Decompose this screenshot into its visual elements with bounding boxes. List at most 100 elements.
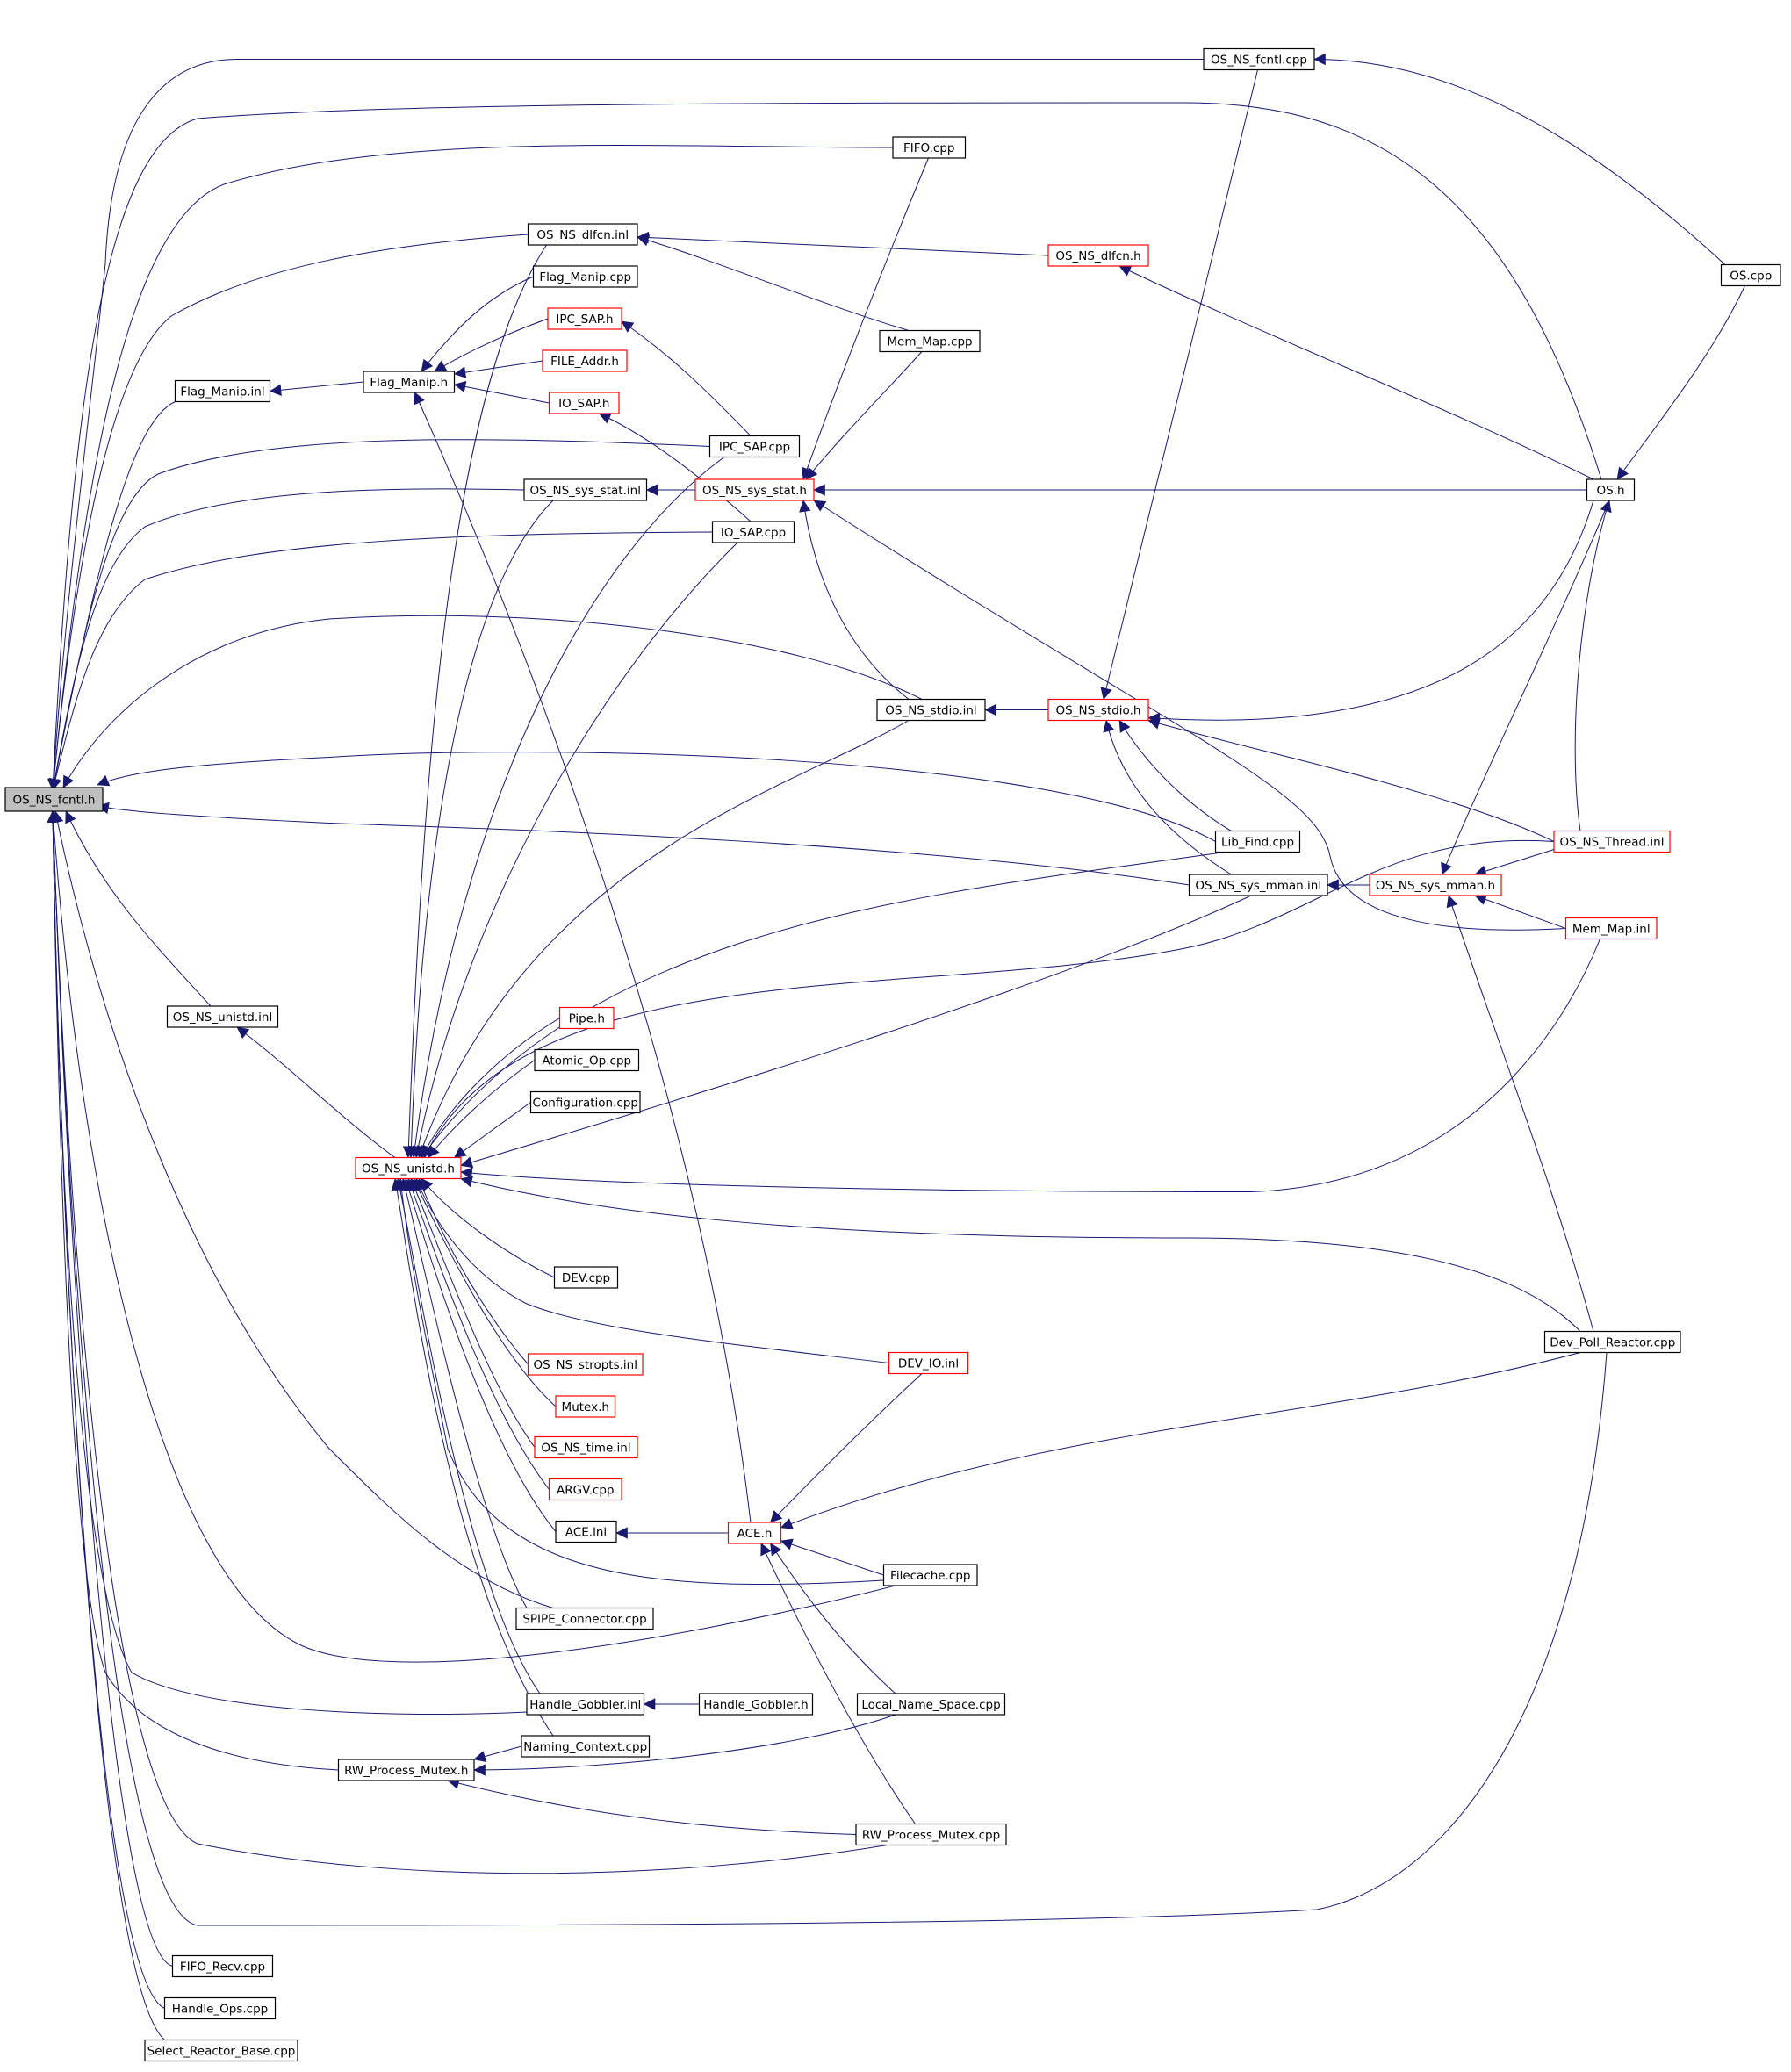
node-box[interactable] bbox=[171, 1954, 274, 1978]
node-io-sap-h[interactable]: IO_SAP.h bbox=[548, 392, 620, 414]
node-os-ns-dlfcn-inl[interactable]: OS_NS_dlfcn.inl bbox=[527, 223, 638, 246]
node-box[interactable] bbox=[727, 1522, 782, 1544]
node-os-cpp[interactable]: OS.cpp bbox=[1720, 263, 1781, 287]
node-local-name-space-cpp[interactable]: Local_Name_Space.cpp bbox=[856, 1693, 1006, 1716]
node-box[interactable] bbox=[534, 1435, 638, 1459]
node-os-ns-stdio-inl[interactable]: OS_NS_stdio.inl bbox=[876, 698, 986, 722]
node-os-ns-stdio-h[interactable]: OS_NS_stdio.h bbox=[1047, 698, 1149, 722]
node-flag-manip-cpp[interactable]: Flag_Manip.cpp bbox=[532, 265, 638, 288]
node-flag-manip-inl[interactable]: Flag_Manip.inl bbox=[174, 379, 271, 403]
node-box[interactable] bbox=[1188, 874, 1328, 896]
node-os-ns-sys-stat-inl[interactable]: OS_NS_sys_stat.inl bbox=[523, 478, 648, 501]
node-naming-context-cpp[interactable]: Naming_Context.cpp bbox=[521, 1735, 651, 1758]
node-box[interactable] bbox=[855, 1823, 1007, 1846]
node-ace-inl[interactable]: ACE.inl bbox=[555, 1520, 617, 1543]
node-box[interactable] bbox=[521, 1735, 651, 1758]
node-box[interactable] bbox=[694, 478, 815, 501]
node-box[interactable] bbox=[526, 1693, 645, 1716]
node-box[interactable] bbox=[532, 265, 638, 288]
node-configuration-cpp[interactable]: Configuration.cpp bbox=[529, 1090, 641, 1114]
node-box[interactable] bbox=[527, 223, 638, 246]
node-box[interactable] bbox=[698, 1693, 814, 1716]
node-argv-cpp[interactable]: ARGV.cpp bbox=[548, 1478, 622, 1501]
node-box[interactable] bbox=[542, 349, 628, 372]
node-box[interactable] bbox=[523, 478, 648, 501]
node-os-ns-sys-stat-h[interactable]: OS_NS_sys_stat.h bbox=[694, 478, 815, 501]
node-box[interactable] bbox=[547, 307, 622, 330]
node-handle-gobbler-h[interactable]: Handle_Gobbler.h bbox=[698, 1693, 814, 1716]
node-fifo-cpp[interactable]: FIFO.cpp bbox=[892, 136, 967, 159]
node-box[interactable] bbox=[166, 1005, 279, 1028]
node-box[interactable] bbox=[515, 1607, 654, 1630]
node-box[interactable] bbox=[363, 371, 456, 393]
node-box[interactable] bbox=[527, 1353, 644, 1376]
node-box[interactable] bbox=[144, 2039, 298, 2062]
node-box[interactable] bbox=[555, 1520, 617, 1543]
node-box[interactable] bbox=[1047, 698, 1149, 722]
node-box[interactable] bbox=[879, 329, 981, 353]
node-box[interactable] bbox=[337, 1759, 475, 1781]
node-pipe-h[interactable]: Pipe.h bbox=[558, 1006, 615, 1030]
node-dev-poll-reactor-cpp[interactable]: Dev_Poll_Reactor.cpp bbox=[1543, 1330, 1681, 1354]
node-box[interactable] bbox=[163, 1996, 277, 2020]
node-mem-map-cpp[interactable]: Mem_Map.cpp bbox=[879, 329, 981, 353]
node-file-addr-h[interactable]: FILE_Addr.h bbox=[542, 349, 628, 372]
node-box[interactable] bbox=[555, 1395, 616, 1418]
node-os-ns-thread-inl[interactable]: OS_NS_Thread.inl bbox=[1553, 830, 1671, 853]
node-lib-find-cpp[interactable]: Lib_Find.cpp bbox=[1214, 830, 1301, 853]
node-io-sap-cpp[interactable]: IO_SAP.cpp bbox=[711, 521, 795, 543]
node-os-ns-fcntl-cpp[interactable]: OS_NS_fcntl.cpp bbox=[1203, 47, 1315, 71]
node-dev-io-inl[interactable]: DEV_IO.inl bbox=[888, 1351, 969, 1375]
node-box[interactable] bbox=[1564, 917, 1658, 940]
node-box[interactable] bbox=[708, 435, 801, 458]
node-os-ns-stropts-inl[interactable]: OS_NS_stropts.inl bbox=[527, 1353, 644, 1376]
node-box[interactable] bbox=[1214, 830, 1301, 853]
node-dev-cpp[interactable]: DEV.cpp bbox=[553, 1266, 619, 1289]
node-box[interactable] bbox=[1203, 47, 1315, 71]
node-mutex-h[interactable]: Mutex.h bbox=[555, 1395, 616, 1418]
node-rw-process-mutex-cpp[interactable]: RW_Process_Mutex.cpp bbox=[855, 1823, 1007, 1846]
node-os-ns-dlfcn-h[interactable]: OS_NS_dlfcn.h bbox=[1047, 244, 1149, 267]
node-spipe-connector-cpp[interactable]: SPIPE_Connector.cpp bbox=[515, 1607, 654, 1630]
node-box[interactable] bbox=[174, 379, 271, 403]
node-box[interactable] bbox=[4, 787, 104, 812]
node-mem-map-inl[interactable]: Mem_Map.inl bbox=[1564, 917, 1658, 940]
node-box[interactable] bbox=[892, 136, 967, 159]
node-ipc-sap-cpp[interactable]: IPC_SAP.cpp bbox=[708, 435, 801, 458]
node-flag-manip-h[interactable]: Flag_Manip.h bbox=[363, 371, 456, 393]
node-box[interactable] bbox=[711, 521, 795, 543]
node-box[interactable] bbox=[529, 1090, 641, 1114]
node-root[interactable]: OS_NS_fcntl.h bbox=[4, 787, 104, 812]
node-os-ns-time-inl[interactable]: OS_NS_time.inl bbox=[534, 1435, 638, 1459]
node-box[interactable] bbox=[1047, 244, 1149, 267]
node-os-ns-sys-mman-h[interactable]: OS_NS_sys_mman.h bbox=[1369, 874, 1502, 896]
node-fifo-recv-cpp[interactable]: FIFO_Recv.cpp bbox=[171, 1954, 274, 1978]
node-box[interactable] bbox=[553, 1266, 619, 1289]
node-box[interactable] bbox=[1543, 1330, 1681, 1354]
node-handle-gobbler-inl[interactable]: Handle_Gobbler.inl bbox=[526, 1693, 645, 1716]
node-box[interactable] bbox=[355, 1156, 462, 1180]
node-ipc-sap-h[interactable]: IPC_SAP.h bbox=[547, 307, 622, 330]
node-box[interactable] bbox=[876, 698, 986, 722]
node-select-reactor-base-cpp[interactable]: Select_Reactor_Base.cpp bbox=[144, 2039, 298, 2062]
node-box[interactable] bbox=[888, 1351, 969, 1375]
node-filecache-cpp[interactable]: Filecache.cpp bbox=[882, 1564, 978, 1586]
node-box[interactable] bbox=[882, 1564, 978, 1586]
node-box[interactable] bbox=[856, 1693, 1006, 1716]
node-box[interactable] bbox=[1369, 874, 1502, 896]
node-rw-process-mutex-h[interactable]: RW_Process_Mutex.h bbox=[337, 1759, 475, 1781]
node-ace-h[interactable]: ACE.h bbox=[727, 1522, 782, 1544]
node-os-ns-unistd-inl[interactable]: OS_NS_unistd.inl bbox=[166, 1005, 279, 1028]
node-box[interactable] bbox=[1720, 263, 1781, 287]
node-box[interactable] bbox=[534, 1048, 640, 1072]
node-box[interactable] bbox=[548, 392, 620, 414]
node-box[interactable] bbox=[1553, 830, 1671, 853]
node-box[interactable] bbox=[548, 1478, 622, 1501]
node-box[interactable] bbox=[558, 1006, 615, 1030]
node-atomic-op-cpp[interactable]: Atomic_Op.cpp bbox=[534, 1048, 640, 1072]
node-os-ns-sys-mman-inl[interactable]: OS_NS_sys_mman.inl bbox=[1188, 874, 1328, 896]
node-box[interactable] bbox=[1586, 478, 1636, 501]
node-os-h[interactable]: OS.h bbox=[1586, 478, 1636, 501]
node-handle-ops-cpp[interactable]: Handle_Ops.cpp bbox=[163, 1996, 277, 2020]
node-os-ns-unistd-h[interactable]: OS_NS_unistd.h bbox=[355, 1156, 462, 1180]
